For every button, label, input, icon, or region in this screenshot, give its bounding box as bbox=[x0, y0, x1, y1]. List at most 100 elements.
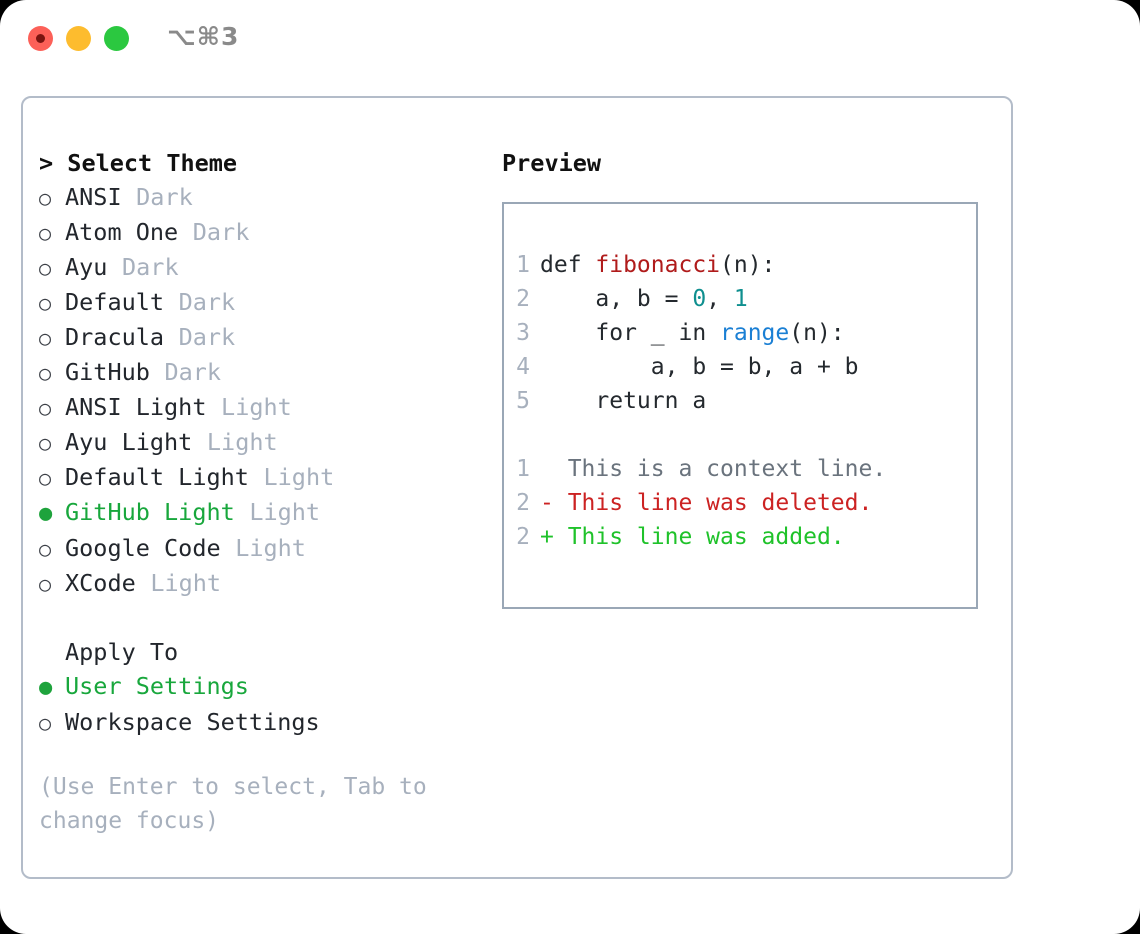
radio-unselected-icon: ○ bbox=[39, 466, 52, 490]
diff-line-content: - This line was deleted. bbox=[540, 490, 873, 516]
code-line: 3 for _ in range(n): bbox=[504, 316, 976, 350]
code-line-number: 5 bbox=[516, 388, 530, 414]
theme-name: ANSI Light bbox=[65, 393, 207, 421]
theme-name: XCode bbox=[65, 569, 136, 597]
code-token-plain: (n): bbox=[789, 320, 845, 346]
radio-selected-icon: ● bbox=[39, 675, 53, 700]
code-token-fn: fibonacci bbox=[595, 252, 721, 278]
code-token-plain: a, b = b, a + b bbox=[540, 354, 859, 380]
theme-variant-tag: Light bbox=[249, 498, 321, 526]
theme-option-ansi-light[interactable]: ○ ANSI Light Light bbox=[39, 390, 489, 425]
diff-sample: 1 This is a context line. 2 - This line wa… bbox=[504, 452, 976, 554]
apply-to-label: User Settings bbox=[65, 672, 249, 700]
theme-variant-tag: Dark bbox=[136, 183, 193, 211]
apply-to-section: Apply To ●User Settings○Workspace Settin… bbox=[39, 635, 489, 740]
theme-option-ayu[interactable]: ○ Ayu Dark bbox=[39, 250, 489, 285]
theme-option-atom-one[interactable]: ○ Atom One Dark bbox=[39, 215, 489, 250]
apply-to-list: ● User Settings ○Workspace Settings bbox=[39, 669, 489, 740]
zoom-window-button[interactable] bbox=[104, 26, 129, 51]
code-token-plain: def bbox=[540, 252, 596, 278]
theme-variant-tag: Light bbox=[235, 534, 306, 562]
code-line-number: 3 bbox=[516, 320, 530, 346]
theme-option-default[interactable]: ○ Default Dark bbox=[39, 285, 489, 320]
preview-title: Preview bbox=[502, 149, 602, 177]
theme-option-github-light[interactable]: ● GitHub Light Light bbox=[39, 495, 489, 531]
code-line-content: def fibonacci(n): bbox=[540, 248, 775, 282]
code-line-content: a, b = 0, 1 bbox=[540, 282, 748, 316]
theme-option-xcode[interactable]: ○ XCode Light bbox=[39, 566, 489, 601]
minimize-window-button[interactable] bbox=[66, 26, 91, 51]
theme-option-google-code[interactable]: ○ Google Code Light bbox=[39, 531, 489, 566]
theme-variant-tag: Dark bbox=[178, 288, 236, 316]
code-line-content: return a bbox=[540, 384, 706, 418]
theme-name: Dracula bbox=[65, 323, 165, 351]
theme-name: GitHub bbox=[65, 358, 150, 386]
code-token-num: 0 bbox=[692, 286, 707, 312]
theme-variant-tag: Dark bbox=[122, 253, 179, 281]
apply-to-option-user-settings[interactable]: ● User Settings bbox=[39, 669, 489, 705]
code-line-number: 1 bbox=[516, 252, 530, 278]
theme-option-ansi[interactable]: ○ ANSI Dark bbox=[39, 180, 489, 215]
radio-unselected-icon: ○ bbox=[39, 326, 52, 350]
radio-unselected-icon: ○ bbox=[39, 221, 52, 245]
theme-variant-tag: Dark bbox=[192, 218, 250, 246]
theme-variant-tag: Light bbox=[206, 428, 278, 456]
theme-name: Default bbox=[65, 288, 165, 316]
traffic-lights bbox=[28, 26, 129, 51]
keyboard-hint-text: (Use Enter to select, Tab to change focu… bbox=[39, 774, 427, 834]
theme-option-dracula[interactable]: ○ Dracula Dark bbox=[39, 320, 489, 355]
theme-name: Google Code bbox=[65, 534, 221, 562]
theme-name: Atom One bbox=[65, 218, 179, 246]
code-line: 1 def fibonacci(n): bbox=[504, 248, 976, 282]
code-token-plain: (n): bbox=[720, 252, 776, 278]
code-token-builtin: range bbox=[720, 320, 790, 346]
code-token-plain: , bbox=[706, 286, 734, 312]
theme-variant-tag: Dark bbox=[164, 358, 222, 386]
close-window-button[interactable] bbox=[28, 26, 53, 51]
code-token-plain: a, b = bbox=[540, 286, 693, 312]
code-line: 2 a, b = 0, 1 bbox=[504, 282, 976, 316]
code-line-content: for _ in range(n): bbox=[540, 316, 845, 350]
code-spacer bbox=[504, 418, 976, 452]
select-theme-header: > Select Theme bbox=[39, 149, 238, 177]
code-line-content: a, b = b, a + b bbox=[540, 350, 859, 384]
recording-indicator-icon bbox=[36, 34, 45, 43]
radio-unselected-icon: ○ bbox=[39, 537, 52, 561]
radio-unselected-icon: ○ bbox=[39, 186, 52, 210]
diff-line-content: This is a context line. bbox=[540, 456, 887, 482]
code-line-number: 2 bbox=[516, 286, 530, 312]
code-line: 4 a, b = b, a + b bbox=[504, 350, 976, 384]
apply-to-option-workspace-settings[interactable]: ○Workspace Settings bbox=[39, 705, 489, 740]
radio-unselected-icon: ○ bbox=[39, 572, 52, 596]
apply-to-label: Workspace Settings bbox=[65, 708, 320, 736]
theme-name: Ayu bbox=[65, 253, 108, 281]
theme-name: Default Light bbox=[65, 463, 249, 491]
radio-selected-icon: ● bbox=[39, 501, 53, 526]
radio-unselected-icon: ○ bbox=[39, 256, 52, 280]
theme-name: GitHub Light bbox=[65, 498, 235, 526]
theme-variant-tag: Dark bbox=[178, 323, 236, 351]
theme-variant-tag: Light bbox=[221, 393, 292, 421]
keyboard-shortcut-label: ⌥⌘3 bbox=[167, 22, 240, 51]
title-bar: ⌥⌘3 bbox=[0, 0, 1140, 76]
theme-variant-tag: Light bbox=[150, 569, 222, 597]
diff-line-number: 2 bbox=[516, 524, 530, 550]
diff-line-content: + This line was added. bbox=[540, 524, 845, 550]
diff-line-add: 2 + This line was added. bbox=[504, 520, 976, 554]
radio-unselected-icon: ○ bbox=[39, 396, 52, 420]
diff-line-del: 2 - This line was deleted. bbox=[504, 486, 976, 520]
radio-unselected-icon: ○ bbox=[39, 291, 52, 315]
diff-line-ctx: 1 This is a context line. bbox=[504, 452, 976, 486]
code-token-num: 1 bbox=[733, 286, 748, 312]
diff-line-number: 1 bbox=[516, 456, 530, 482]
diff-line-number: 2 bbox=[516, 490, 530, 516]
theme-name: ANSI bbox=[65, 183, 122, 211]
